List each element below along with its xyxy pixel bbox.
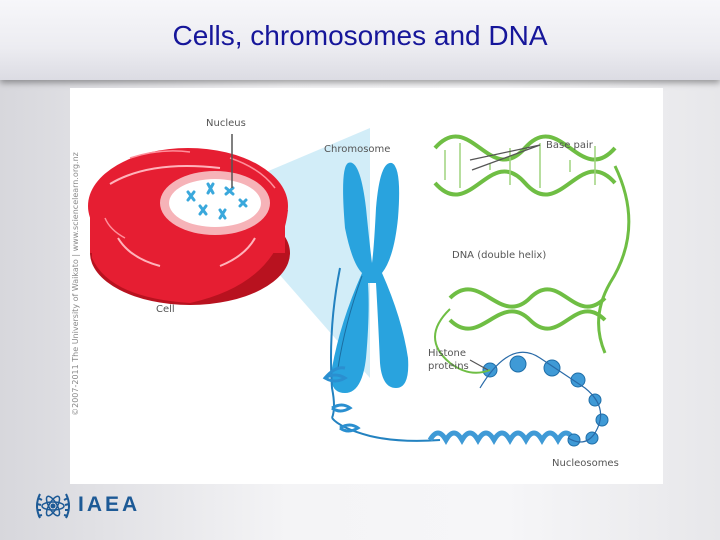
- dna-base-pairs: [444, 143, 596, 188]
- dna-double-helix: [433, 134, 617, 331]
- label-dna: DNA (double helix): [452, 250, 546, 261]
- footer-logo: IAEA: [32, 484, 162, 528]
- org-name: IAEA: [78, 493, 141, 516]
- cell-dna-illustration: Nucleus Chromosome Base pair DNA (double…: [88, 118, 631, 469]
- label-histone-line1: Histone: [428, 348, 466, 359]
- figure-panel: ©2007-2011 The University of Waikato | w…: [70, 88, 663, 484]
- slide-title: Cells, chromosomes and DNA: [172, 20, 548, 51]
- base-pair-pointer-a: [469, 144, 541, 161]
- label-cell: Cell: [156, 304, 175, 315]
- label-nucleosomes: Nucleosomes: [552, 458, 619, 469]
- title-bar: [0, 0, 720, 80]
- label-histone-line2: proteins: [428, 361, 469, 372]
- dna-strand-loop: [434, 308, 491, 374]
- supercoil-fibre: [427, 430, 577, 446]
- base-pair-pointer-b: [471, 144, 541, 171]
- label-chromosome: Chromosome: [324, 144, 390, 155]
- label-nucleus: Nucleus: [206, 118, 246, 129]
- dna-strand-down: [597, 165, 631, 354]
- nucleosome-linker: [479, 351, 602, 443]
- iaea-emblem-icon: [36, 493, 70, 519]
- nucleus-shape: [160, 171, 270, 235]
- chromosome-shape: [331, 162, 409, 393]
- chromatin-coil: [322, 366, 361, 433]
- histone-pointer: [469, 359, 489, 371]
- label-base-pair: Base pair: [546, 140, 594, 151]
